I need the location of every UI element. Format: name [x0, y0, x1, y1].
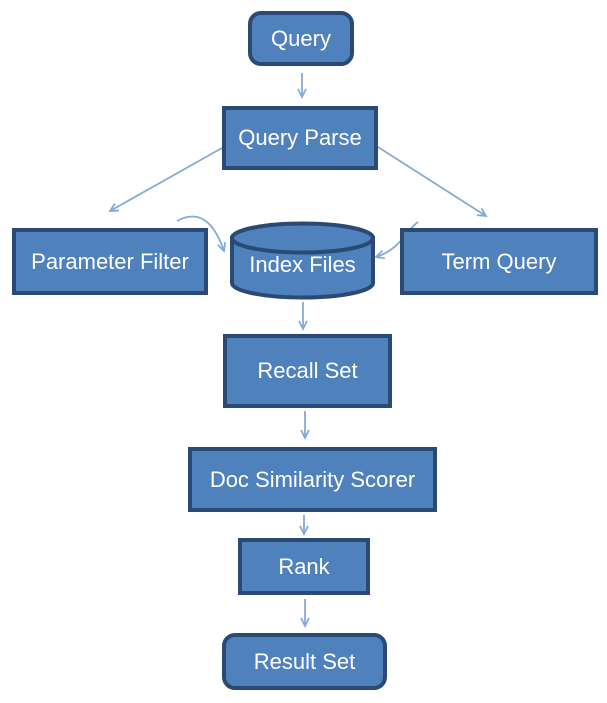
- node-query-label: Query: [271, 25, 331, 51]
- node-doc-similarity-scorer: Doc Similarity Scorer: [188, 447, 437, 512]
- cylinder-body: [230, 236, 375, 300]
- node-rank: Rank: [238, 538, 370, 595]
- node-query-parse: Query Parse: [222, 106, 378, 170]
- node-query-parse-label: Query Parse: [238, 125, 362, 150]
- node-result-set-label: Result Set: [253, 648, 356, 674]
- node-parameter-filter-label: Parameter Filter: [31, 248, 189, 274]
- edge-parameter-filter-to-index-files: [176, 215, 227, 253]
- node-parameter-filter: Parameter Filter: [12, 228, 208, 295]
- node-recall-set: Recall Set: [223, 334, 392, 408]
- node-recall-set-label: Recall Set: [257, 358, 358, 383]
- edge-query-parse-to-parameter-filter: [108, 147, 223, 212]
- node-index-files-label: Index Files: [249, 252, 356, 277]
- node-doc-similarity-scorer-label: Doc Similarity Scorer: [209, 466, 416, 492]
- cylinder-top: [230, 221, 375, 255]
- node-rank-label: Rank: [278, 553, 330, 579]
- node-index-files-shape: [230, 221, 375, 300]
- node-index-files: Index Files: [230, 246, 375, 284]
- node-term-query-label: Term Query: [441, 248, 557, 274]
- node-result-set: Result Set: [222, 633, 387, 690]
- edge-query-parse-to-term-query: [377, 146, 488, 218]
- node-term-query: Term Query: [400, 228, 598, 295]
- node-query: Query: [248, 11, 354, 66]
